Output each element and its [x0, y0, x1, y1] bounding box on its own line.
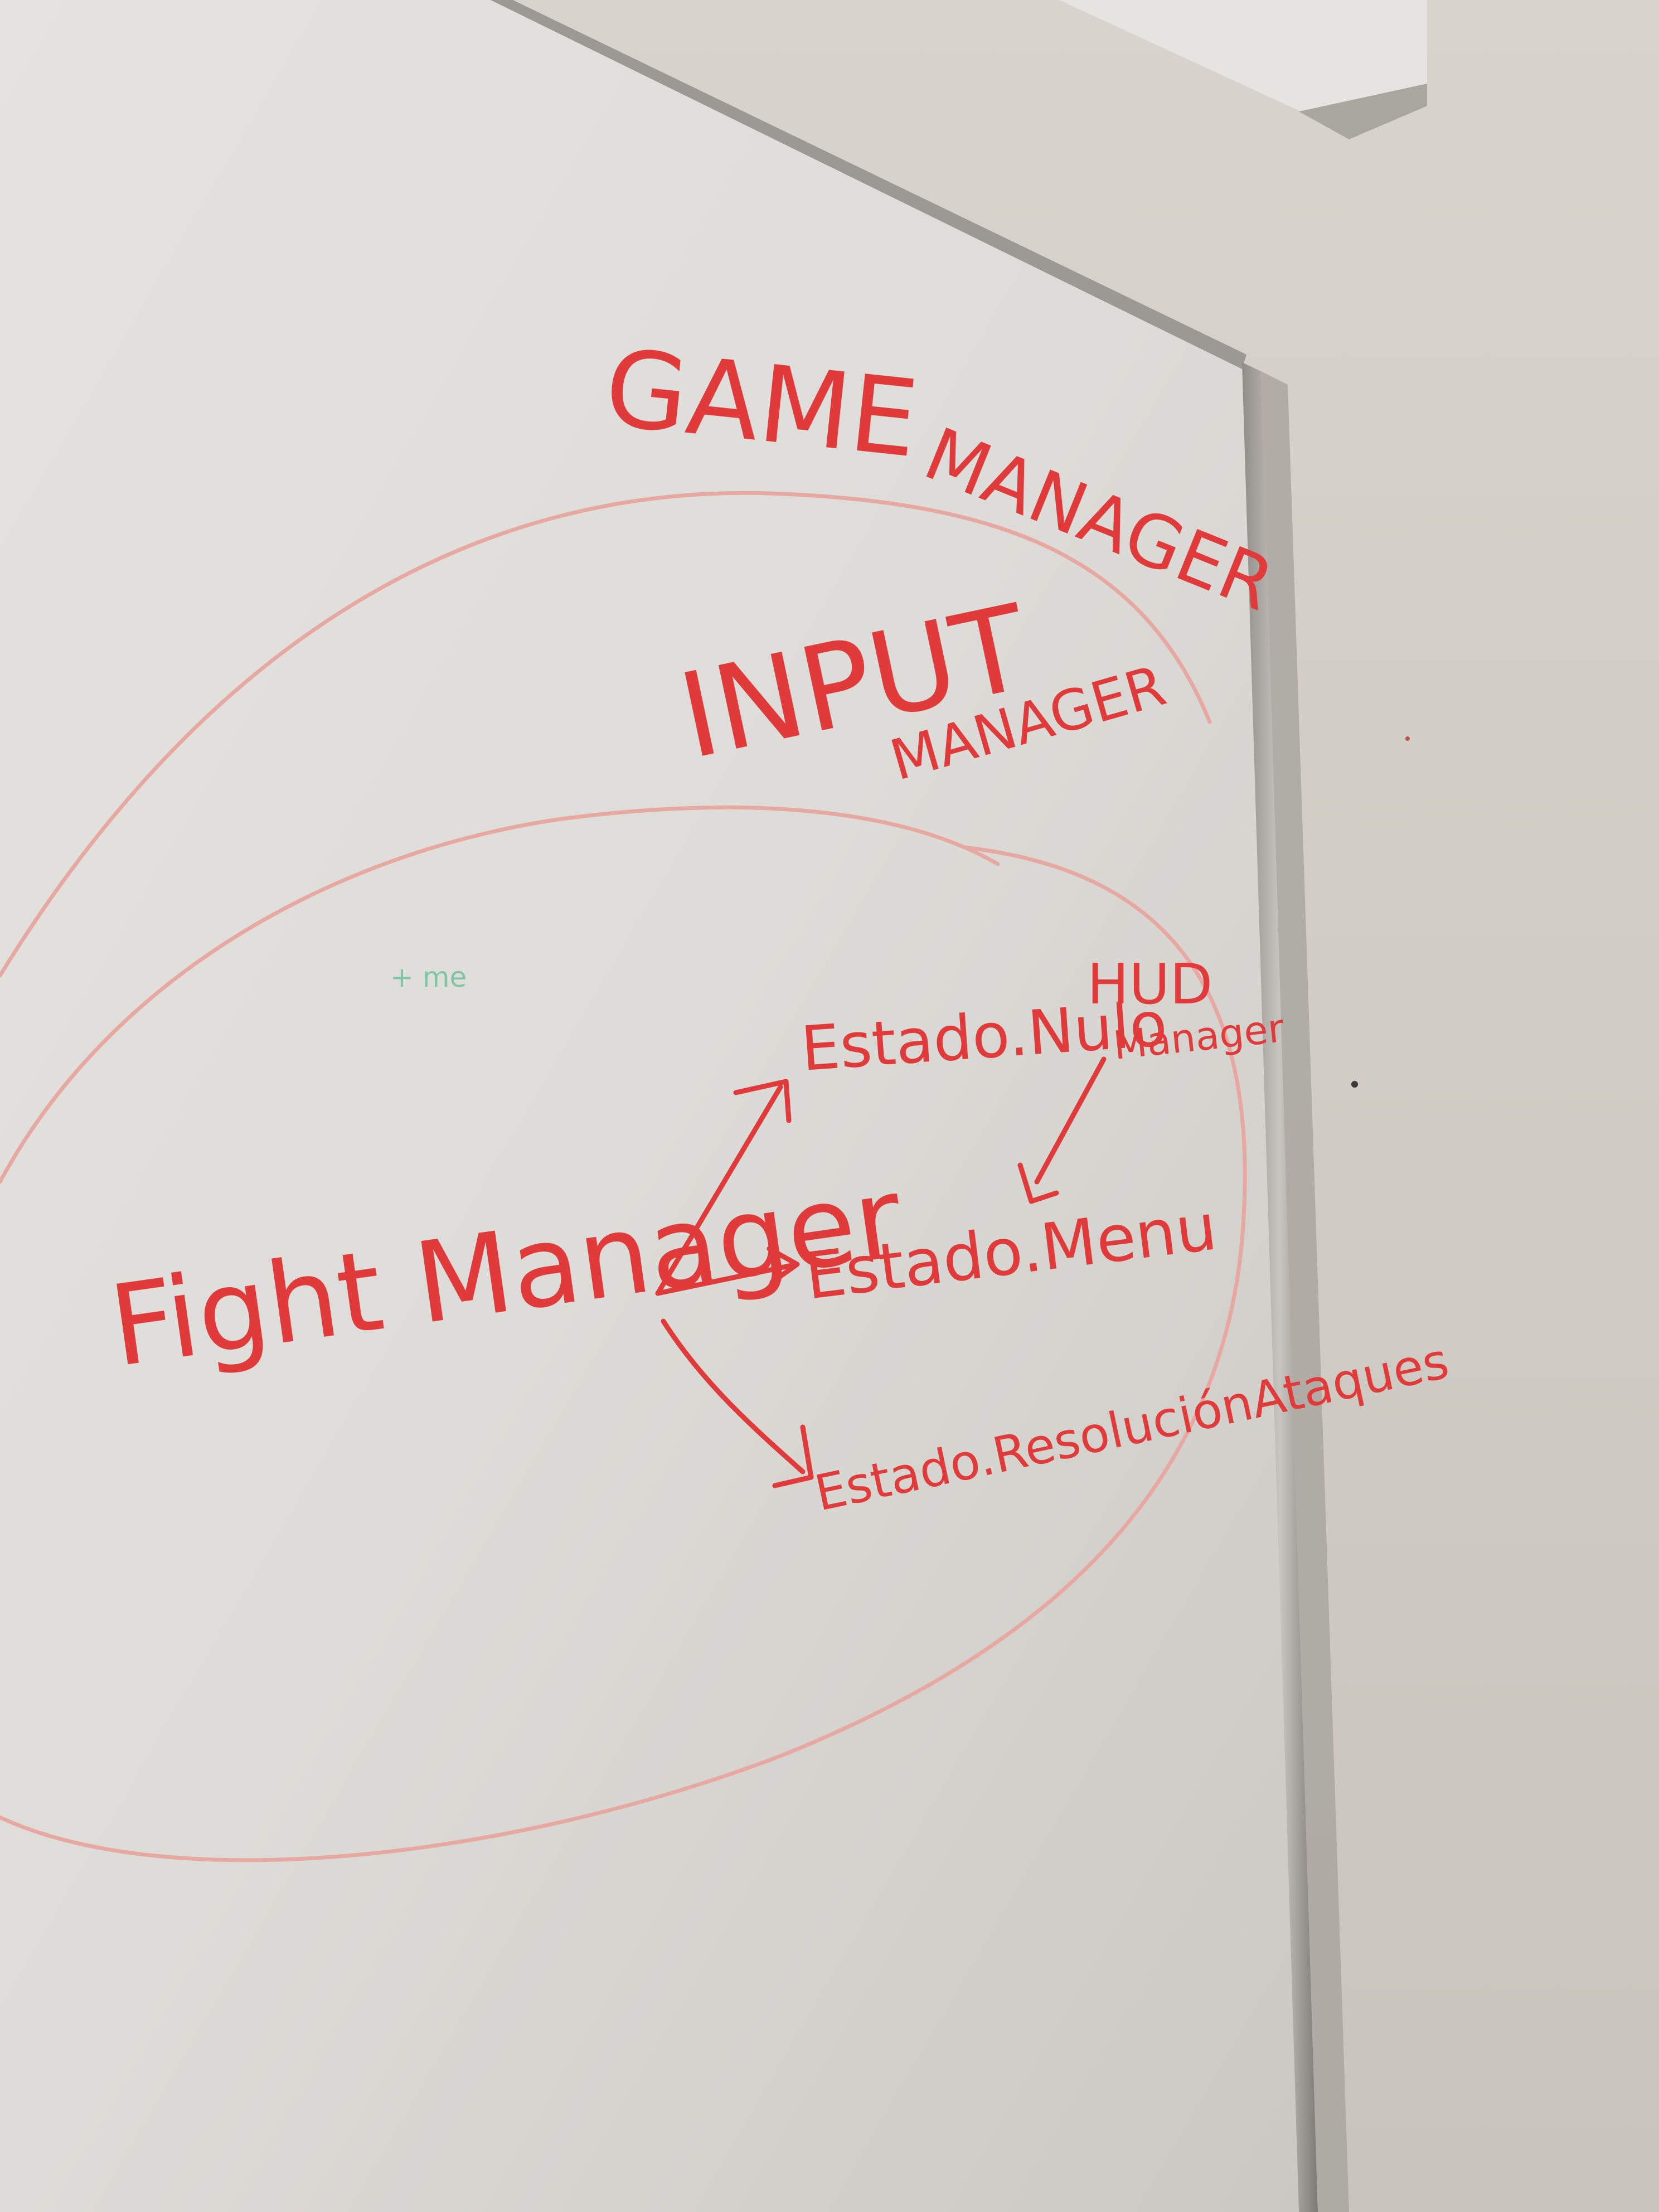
game-manager-scope-outline [0, 491, 1212, 978]
whiteboard-top-frame [491, 0, 1246, 369]
arrowhead-hud-to-menu [1017, 1162, 1059, 1204]
hud-manager-line1: HUD [1087, 952, 1212, 1017]
faint-green-note: + me [390, 961, 467, 993]
fight-scope-outline-right [0, 845, 1247, 1862]
arrowhead-estado-resolucion [772, 1424, 814, 1488]
state-arrows [655, 1056, 1107, 1488]
whiteboard-right-frame [1242, 362, 1318, 2212]
fight-scope-outline [0, 806, 1000, 1184]
arrow-to-estado-nulo [655, 1084, 783, 1296]
ceiling-fixture-shadow [1299, 84, 1427, 139]
arrowhead-estado-nulo [733, 1079, 792, 1123]
wall-dot-2 [1405, 736, 1410, 741]
ceiling-fixture [1059, 0, 1427, 134]
hud-manager-node: HUD Manager [1087, 952, 1286, 1069]
arrow-to-estado-menu [655, 1263, 794, 1296]
arrowhead-estado-menu [767, 1246, 800, 1285]
wall-dot-1 [1351, 1081, 1358, 1088]
frame-shadow [1261, 371, 1349, 2212]
arrow-to-estado-resolucion [661, 1318, 806, 1474]
arrow-hud-to-menu [1034, 1056, 1107, 1185]
